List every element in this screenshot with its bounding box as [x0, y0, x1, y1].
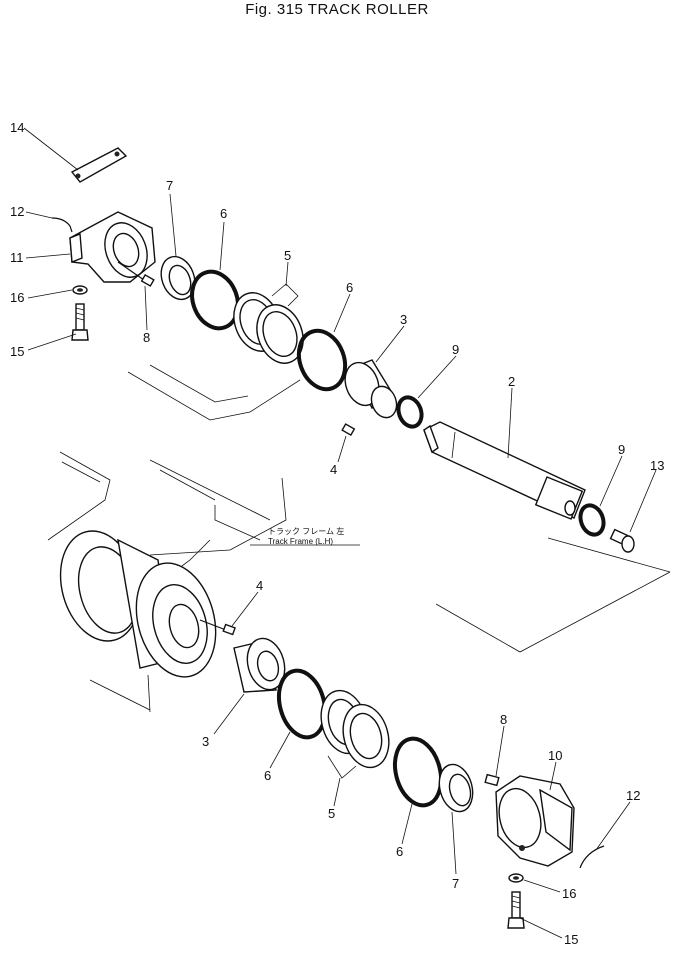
track-frame-outline [47, 364, 671, 713]
callout-7-bot: 7 [452, 876, 459, 891]
part-3-bushing-top [344, 359, 398, 419]
part-7-ring-top [160, 255, 196, 301]
callout-labels: 14 12 11 16 15 8 7 6 5 6 3 9 4 2 9 13 4 … [10, 120, 664, 947]
callout-3-bot: 3 [202, 734, 209, 749]
part-14-lock-plate [70, 147, 128, 183]
part-2-shaft [423, 421, 586, 520]
part-12-wire-top [51, 217, 73, 233]
frame-label-jp: トラック フレーム 左 [268, 526, 344, 536]
figure-title: Fig. 315 TRACK ROLLER [245, 1, 429, 18]
callout-6-d: 6 [396, 844, 403, 859]
part-4-pin-top [341, 423, 356, 437]
part-3-bushing-bot [233, 637, 286, 693]
part-8-pin-top [117, 261, 155, 287]
callout-9-b: 9 [618, 442, 625, 457]
callout-13: 13 [650, 458, 664, 473]
part-6-oring-b [296, 328, 348, 392]
callout-6-b: 6 [346, 280, 353, 295]
callout-14: 14 [10, 120, 24, 135]
callout-10: 10 [548, 748, 562, 763]
callout-5-top: 5 [284, 248, 291, 263]
part-4-pin-mid [199, 619, 236, 636]
callout-4-top: 4 [330, 462, 337, 477]
callout-6-c: 6 [264, 768, 271, 783]
callout-5-bot: 5 [328, 806, 335, 821]
part-13-plug [609, 528, 635, 553]
callout-2: 2 [508, 374, 515, 389]
callout-9-a: 9 [452, 342, 459, 357]
part-11-collar-top [69, 211, 156, 283]
callout-12-bot: 12 [626, 788, 640, 803]
part-6-oring-c [276, 668, 328, 740]
part-15-bolt-top [71, 303, 89, 341]
part-5-floating-seal-top [233, 283, 304, 364]
callout-15-top: 15 [10, 344, 24, 359]
callout-16-bot: 16 [562, 886, 576, 901]
part-7-ring-bot [438, 763, 474, 813]
callout-15-bot: 15 [564, 932, 578, 947]
roller-body [59, 530, 217, 678]
part-10-collar-bot [495, 775, 575, 867]
part-9-oring-a [396, 395, 424, 429]
part-6-oring-a [190, 269, 240, 331]
callout-11: 11 [10, 250, 24, 265]
part-15-bolt-bot [507, 891, 525, 929]
leader-lines [23, 127, 657, 939]
callout-12-top: 12 [10, 204, 24, 219]
callout-16-top: 16 [10, 290, 24, 305]
frame-label-en: Track Frame (L.H) [268, 537, 333, 546]
callout-8-top: 8 [143, 330, 150, 345]
callout-3-top: 3 [400, 312, 407, 327]
part-9-oring-b [578, 503, 606, 537]
callout-8-bot: 8 [500, 712, 507, 727]
callout-7-top: 7 [166, 178, 173, 193]
callout-4-mid: 4 [256, 578, 263, 593]
part-6-oring-d [392, 736, 444, 808]
callout-6-a: 6 [220, 206, 227, 221]
part-12-wire-bot [579, 845, 605, 869]
part-8-pin-bot [484, 773, 500, 787]
part-5-floating-seal-bot [320, 689, 390, 779]
